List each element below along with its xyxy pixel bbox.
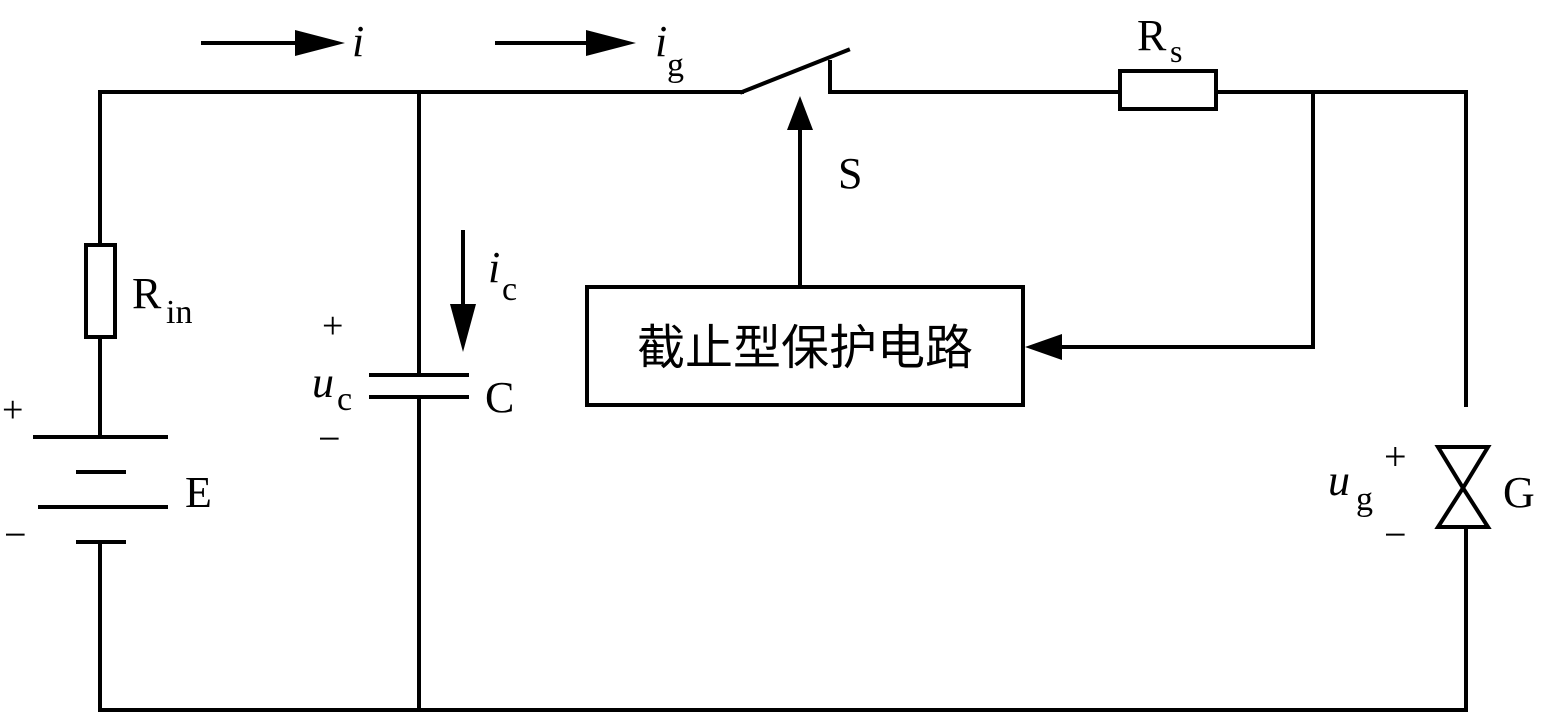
label-switch: S — [838, 149, 862, 198]
label-battery-plus: + — [2, 389, 23, 431]
label-device-g: G — [1503, 468, 1535, 517]
label-ug-minus: − — [1384, 512, 1407, 557]
label-ic-sub: c — [502, 271, 517, 308]
label-rs: R — [1137, 11, 1167, 60]
label-uc-plus: + — [322, 305, 343, 347]
label-ic: i — [488, 243, 500, 292]
resistor-rin — [84, 243, 117, 339]
label-rin: R — [132, 269, 162, 318]
left-wire-bottom — [98, 540, 1468, 712]
label-uc-minus: − — [318, 416, 341, 461]
label-battery-minus: − — [4, 512, 27, 557]
label-rin-sub: in — [166, 294, 192, 331]
label-ug-plus: + — [1384, 434, 1407, 479]
control-arrowhead — [787, 96, 813, 130]
label-ug-sub: g — [1356, 481, 1373, 518]
current-arrowhead-i — [295, 30, 345, 56]
protection-circuit-label: 截止型保护电路 — [637, 320, 973, 376]
device-g-lower — [1434, 484, 1492, 529]
label-uc-sub: c — [337, 381, 352, 418]
feedback-wire — [1058, 90, 1315, 349]
label-battery: E — [185, 468, 212, 517]
label-i: i — [352, 17, 364, 66]
label-rs-sub: s — [1170, 33, 1182, 69]
label-capacitor: C — [485, 373, 514, 422]
label-ig: i — [655, 17, 667, 66]
switch-blade — [739, 47, 851, 95]
label-ug: u — [1328, 456, 1350, 505]
feedback-arrowhead — [1025, 334, 1062, 360]
label-uc: u — [312, 358, 334, 407]
resistor-rs — [1118, 69, 1218, 111]
current-arrowhead-ic — [450, 304, 476, 352]
device-g-upper — [1434, 445, 1492, 492]
current-arrowhead-ig — [586, 30, 636, 56]
switch-contact — [828, 60, 1122, 94]
top-wire-right — [1214, 90, 1468, 407]
label-ig-sub: g — [667, 47, 684, 84]
protection-circuit-box — [585, 285, 1025, 407]
